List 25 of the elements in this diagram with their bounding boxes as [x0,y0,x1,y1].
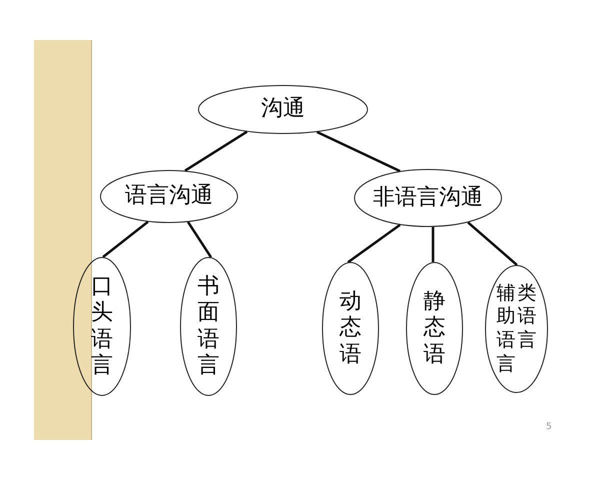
node-label: 静态语 [424,288,446,368]
node-label: 动态语 [340,288,362,368]
node-label: 非语言沟通 [373,184,483,212]
connector-line [432,226,434,262]
ellipse-node [73,257,131,396]
node-label: 类语言 [518,282,536,353]
ellipse-node [180,257,237,396]
ellipse-node [406,262,463,395]
ellipse-node [485,265,548,393]
node-label: 书面语言 [198,274,220,380]
ellipse-node [198,85,368,134]
connector-line [316,130,401,172]
node-label: 辅助语言 [496,282,516,376]
node-label: 沟通 [261,96,305,123]
connector-line [102,220,149,258]
page-number: 5 [546,423,552,432]
node-label: 语言沟通 [125,183,213,210]
connector-line [467,221,518,266]
connector-line [186,221,212,258]
connector-line [184,130,248,172]
ellipse-node [322,262,379,395]
ellipse-node [354,169,502,227]
ellipse-node [100,170,238,223]
node-label: 口头语言 [91,274,113,380]
connector-line [347,224,401,264]
